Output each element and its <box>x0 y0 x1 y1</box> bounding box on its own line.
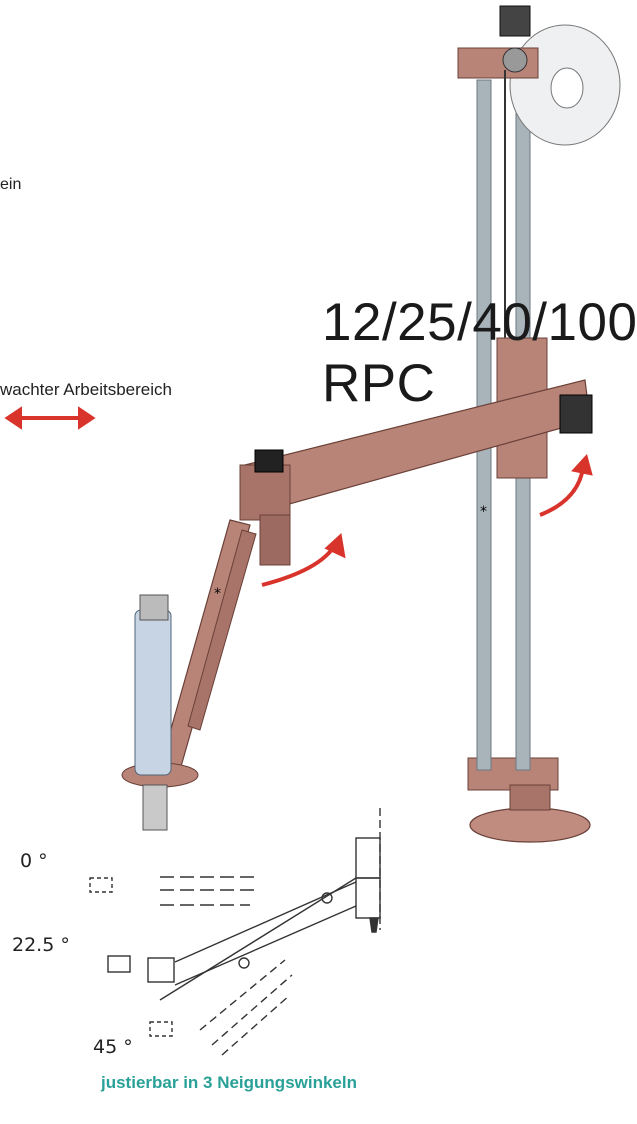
pulley <box>502 47 528 73</box>
tapping-tool-chuck <box>142 784 168 831</box>
caption: justierbar in 3 Neigungswinkeln <box>101 1073 357 1092</box>
arm-end-block <box>239 464 291 521</box>
marker-star-2: * <box>480 504 487 520</box>
base-collar <box>509 784 551 811</box>
work-area-text: wachter Arbeitsbereich <box>0 380 172 399</box>
tapping-tool-top <box>139 594 169 621</box>
diagonal-arm-rear <box>187 529 257 731</box>
angle-diagram <box>89 808 381 1056</box>
column-knob <box>559 394 593 434</box>
angle-label-0: 0 ° <box>20 850 48 872</box>
marker-star-1: * <box>214 586 221 602</box>
fragment-text: ein <box>0 176 22 193</box>
arm-end-knob <box>254 449 284 473</box>
angle-label-22-5: 22.5 ° <box>12 934 70 956</box>
tapping-arm-illustration: * * <box>4 5 621 1056</box>
base-plate <box>469 807 591 843</box>
arm-hinge <box>259 514 291 566</box>
angle-label-45: 45 ° <box>93 1036 133 1058</box>
rotate-arrows <box>4 406 593 587</box>
tapping-tool-body <box>134 609 172 776</box>
model-title: 12/25/40/100 RPC <box>322 293 637 413</box>
reel-hub <box>550 67 584 109</box>
top-box <box>499 5 531 37</box>
